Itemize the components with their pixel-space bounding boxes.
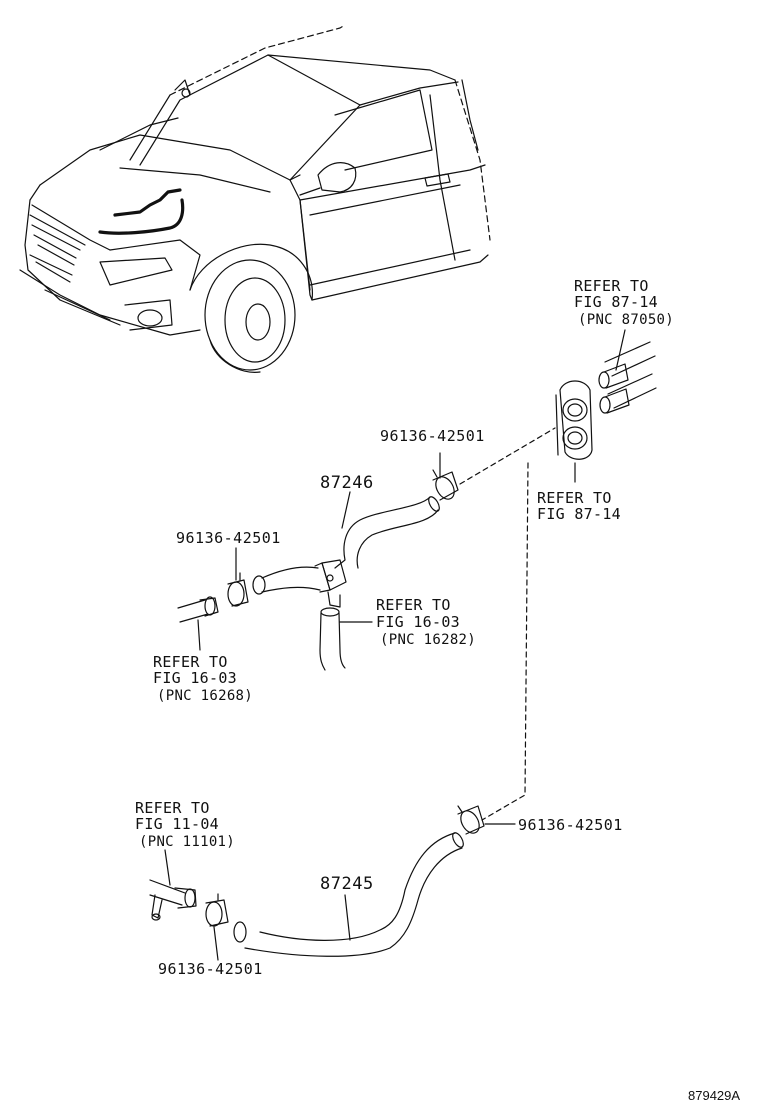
ref-top-right-pnc: (PNC 87050) (578, 312, 675, 328)
ref-left-pipe-pnc: (PNC 16268) (157, 688, 254, 704)
ref-top-right-line1: REFER TO (574, 277, 649, 295)
image-id-label: 879429A (688, 1088, 741, 1103)
ref-top-right-line2: FIG 87-14 (574, 293, 658, 311)
grommet (555, 380, 593, 483)
part-clamp-upper-left: 96136-42501 (176, 529, 281, 547)
car-illustration (19, 24, 491, 373)
pipe-bottom-left (149, 849, 197, 921)
clamp-lower-left (205, 893, 229, 961)
dashed-connections (459, 427, 556, 821)
ref-bottom-left-pnc: (PNC 11101) (139, 834, 236, 850)
engine-pipe-left (177, 596, 219, 651)
ref-engine-pipe-line1: REFER TO (376, 596, 451, 614)
ref-bottom-left-line1: REFER TO (135, 799, 210, 817)
engine-pipe-down (319, 607, 373, 671)
hose-87245 (233, 805, 516, 957)
part-clamp-lower-left: 96136-42501 (158, 960, 263, 978)
ref-engine-pipe-pnc: (PNC 16282) (380, 632, 477, 648)
hose-87246 (252, 452, 459, 608)
ref-grommet-line2: FIG 87-14 (537, 505, 621, 523)
clamp-upper-left (227, 547, 249, 607)
ref-grommet-line1: REFER TO (537, 489, 612, 507)
part-hose-87245: 87245 (320, 874, 374, 894)
heater-pipes-top-right (598, 329, 657, 414)
part-clamp-lower-right: 96136-42501 (518, 816, 623, 834)
ref-bottom-left-line2: FIG 11-04 (135, 815, 219, 833)
ref-left-pipe-line2: FIG 16-03 (153, 669, 237, 687)
ref-engine-pipe-line2: FIG 16-03 (376, 613, 460, 631)
part-hose-87246: 87246 (320, 473, 374, 493)
ref-left-pipe-line1: REFER TO (153, 653, 228, 671)
part-clamp-upper-right: 96136-42501 (380, 427, 485, 445)
